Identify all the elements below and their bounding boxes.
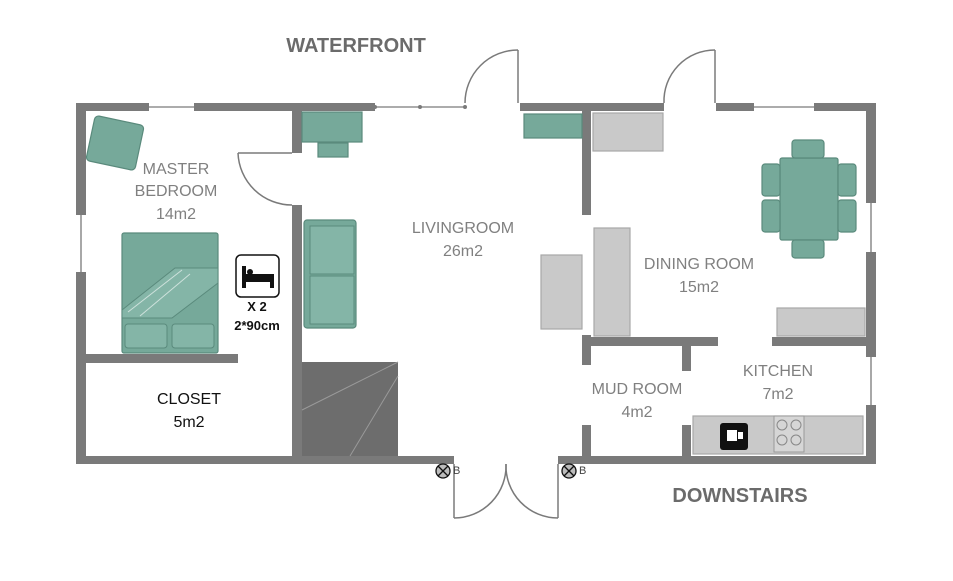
coffee-maker-icon — [720, 423, 748, 450]
room-name: CLOSET — [157, 391, 221, 408]
downstairs-label: DOWNSTAIRS — [672, 485, 807, 507]
room-name: MASTER — [143, 161, 210, 178]
bed-icon — [235, 254, 280, 298]
room-area: 5m2 — [173, 414, 204, 431]
windows — [80, 105, 872, 405]
doors — [237, 49, 716, 519]
room-area: 7m2 — [762, 386, 793, 403]
marker-label: B — [453, 465, 460, 477]
room-area: 14m2 — [156, 206, 196, 223]
room-name: DINING ROOM — [644, 256, 754, 273]
walls — [76, 103, 876, 464]
bed-size: 2*90cm — [234, 318, 280, 333]
room-area: 4m2 — [621, 404, 652, 421]
room-area: 26m2 — [443, 243, 483, 260]
room-name: MUD ROOM — [592, 381, 683, 398]
room-area: 15m2 — [679, 279, 719, 296]
marker-label: B — [579, 465, 586, 477]
room-name: KITCHEN — [743, 363, 813, 380]
room-name: LIVINGROOM — [412, 220, 514, 237]
valve-icon — [435, 463, 451, 479]
room-name: BEDROOM — [135, 183, 218, 200]
valve-icon — [561, 463, 577, 479]
furniture — [85, 111, 866, 455]
bed-count: X 2 — [247, 299, 267, 314]
waterfront-label: WATERFRONT — [286, 35, 426, 57]
